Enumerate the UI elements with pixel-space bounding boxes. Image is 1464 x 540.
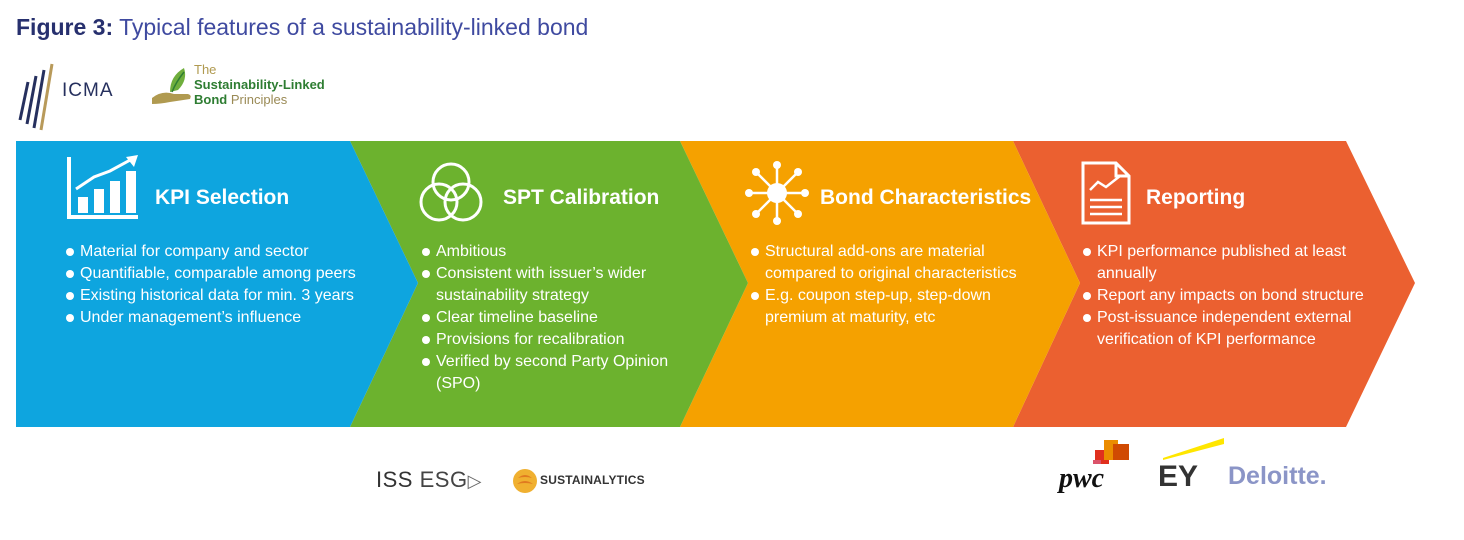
stage-title-reporting: Reporting (1146, 186, 1246, 209)
list-item: Provisions for recalibration (420, 329, 705, 351)
list-item: Existing historical data for min. 3 year… (64, 285, 364, 307)
bond-characteristics-bullets: Structural add-ons are material compared… (749, 241, 1049, 329)
figure-caption: Typical features of a sustainability-lin… (119, 14, 589, 40)
slbp-line-2: Sustainability-Linked (194, 77, 325, 92)
icma-wordmark: ICMA (62, 80, 114, 101)
list-item: Post-issuance independent external verif… (1081, 307, 1371, 351)
list-item: Under management’s influence (64, 307, 364, 329)
stage-title-spt-calibration: SPT Calibration (503, 186, 660, 209)
spt-calibration-bullets: Ambitious Consistent with issuer’s wider… (420, 241, 705, 395)
list-item: Clear timeline baseline (420, 307, 705, 329)
list-item: Structural add-ons are material compared… (749, 241, 1049, 285)
list-item: Ambitious (420, 241, 705, 263)
pwc-logo: pwc (1059, 463, 1105, 494)
iss-esg-logo: ISS ESG▷ (376, 467, 482, 493)
bar-chart-growth-icon (67, 155, 138, 219)
sustainalytics-wordmark: SUSTAINALYTICS (540, 473, 645, 487)
reporting-bullets: KPI performance published at least annua… (1081, 241, 1371, 351)
kpi-selection-bullets: Material for company and sector Quantifi… (64, 241, 364, 329)
stage-title-bond-characteristics: Bond Characteristics (820, 186, 1032, 209)
arrow-kpi-selection (1013, 141, 1415, 427)
list-item: Quantifiable, comparable among peers (64, 263, 364, 285)
slbp-wordmark: The Sustainability-Linked Bond Principle… (194, 62, 325, 107)
esg-wordmark: ESG (419, 467, 468, 492)
report-document-icon (1081, 161, 1131, 225)
list-item: E.g. coupon step-up, step-down premium a… (749, 285, 1049, 329)
network-hub-icon (745, 161, 809, 225)
sustainalytics-sun-icon (513, 469, 537, 493)
icma-logo-icon (18, 63, 54, 131)
iss-wordmark: ISS (376, 467, 413, 492)
deloitte-logo: Deloitte. (1228, 462, 1327, 490)
venn-circles-icon (419, 162, 483, 222)
arrow-bond-characteristics (680, 141, 1080, 427)
list-item: Material for company and sector (64, 241, 364, 263)
list-item: Report any impacts on bond structure (1081, 285, 1371, 307)
play-arrow-icon: ▷ (467, 471, 482, 491)
ey-logo: EY (1158, 460, 1199, 493)
list-item: KPI performance published at least annua… (1081, 241, 1371, 285)
slbp-leaf-hand-icon (152, 68, 191, 104)
slbp-line-1: The (194, 62, 217, 77)
slbp-line-3b: Principles (230, 92, 288, 107)
figure-title: Figure 3: Typical features of a sustaina… (16, 14, 588, 41)
list-item: Verified by second Party Opinion (SPO) (420, 351, 705, 395)
stage-title-kpi-selection: KPI Selection (155, 186, 290, 209)
figure-label: Figure 3: (16, 14, 114, 40)
list-item: Consistent with issuer’s wider sustainab… (420, 263, 705, 307)
slbp-line-3a: Bond (194, 92, 228, 107)
